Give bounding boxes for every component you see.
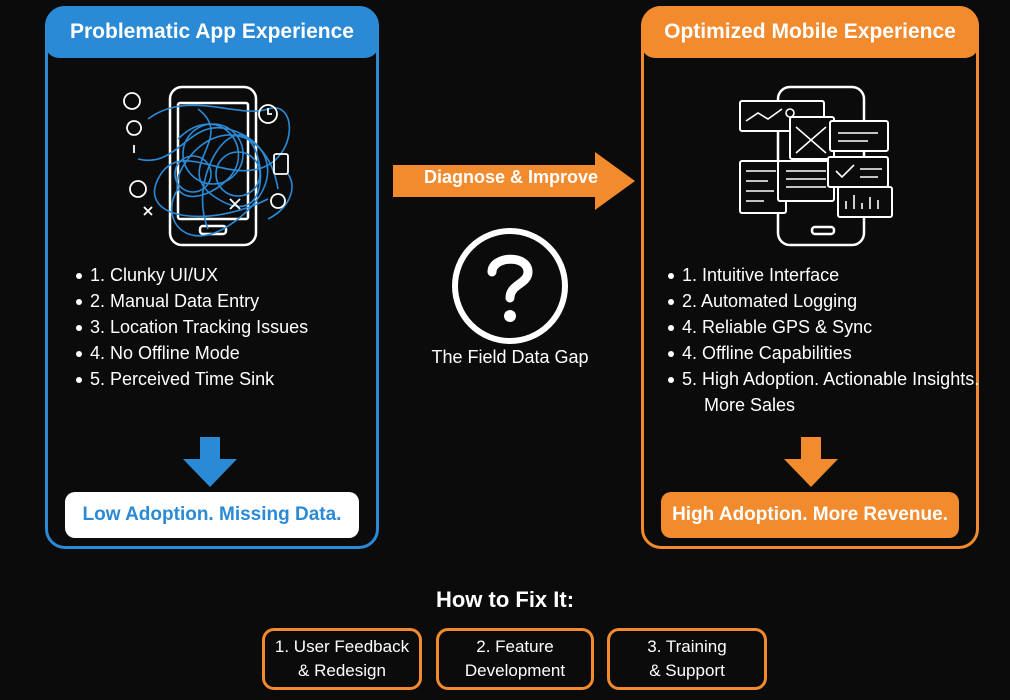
- fix-line: Development: [464, 661, 566, 680]
- how-to-fix-title: How to Fix It:: [435, 587, 575, 612]
- arrow-right-icon: [393, 152, 635, 210]
- list-item: 4. Reliable GPS & Sync: [666, 314, 979, 340]
- list-item: 4. No Offline Mode: [74, 340, 308, 366]
- problem-list: 1. Clunky UI/UX 2. Manual Data Entry 3. …: [74, 262, 308, 392]
- low-adoption-outcome: Low Adoption. Missing Data.: [65, 492, 359, 538]
- user-feedback-redesign-button[interactable]: 1. User Feedback & Redesign: [262, 628, 422, 690]
- list-item: 5. High Adoption. Actionable Insights.: [666, 366, 979, 392]
- solution-list: 1. Intuitive Interface 2. Automated Logg…: [666, 262, 979, 418]
- problematic-panel: Problematic App Experience: [45, 6, 379, 549]
- problematic-panel-title: Problematic App Experience: [45, 6, 379, 58]
- list-item: 4. Offline Capabilities: [666, 340, 979, 366]
- fix-line: 3. Training: [647, 637, 727, 656]
- arrow-down-icon: [784, 437, 838, 487]
- list-item: 1. Intuitive Interface: [666, 262, 979, 288]
- optimized-panel-title: Optimized Mobile Experience: [641, 6, 979, 58]
- list-item: 1. Clunky UI/UX: [74, 262, 308, 288]
- list-item: 5. Perceived Time Sink: [74, 366, 308, 392]
- fix-line: 2. Feature: [476, 637, 554, 656]
- fix-line: & Support: [649, 661, 725, 680]
- list-item-continuation: More Sales: [704, 395, 796, 415]
- organized-phone-icon: [739, 85, 893, 247]
- list-item: 3. Location Tracking Issues: [74, 314, 308, 340]
- high-adoption-outcome: High Adoption. More Revenue.: [661, 492, 959, 538]
- list-item: 2. Automated Logging: [666, 288, 979, 314]
- arrow-down-icon: [183, 437, 237, 487]
- training-support-button[interactable]: 3. Training & Support: [607, 628, 767, 690]
- tangled-phone-icon: [123, 85, 293, 247]
- question-circle-icon: [452, 228, 568, 344]
- fix-line: 1. User Feedback: [274, 637, 410, 656]
- optimized-panel: Optimized Mobile Experience 1: [641, 6, 979, 549]
- diagnose-improve-label: Diagnose & Improve: [423, 167, 599, 187]
- field-data-gap-label: The Field Data Gap: [431, 347, 589, 367]
- fix-line: & Redesign: [298, 661, 386, 680]
- list-item: 2. Manual Data Entry: [74, 288, 308, 314]
